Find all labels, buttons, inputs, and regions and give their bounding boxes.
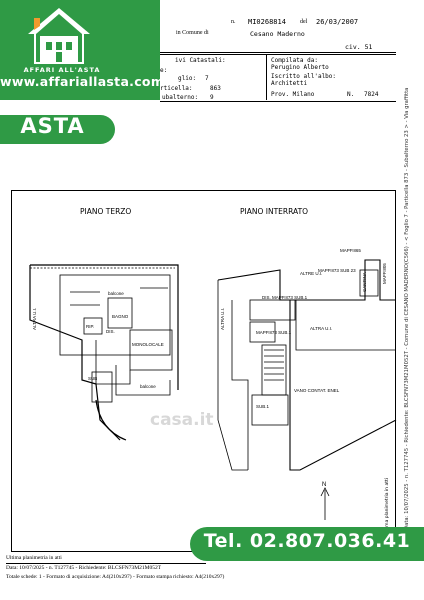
label-balcone-top: balcone bbox=[108, 291, 124, 296]
phone-number[interactable]: Tel. 02.807.036.41 bbox=[203, 530, 411, 552]
compilatore-name: Perugino Alberto bbox=[271, 64, 329, 71]
iscritto-value: Architetti bbox=[271, 80, 308, 87]
phone-banner[interactable] bbox=[190, 527, 424, 561]
label-monolocale: MONOLOCALE bbox=[132, 342, 164, 347]
label-sub: SUB bbox=[88, 376, 97, 381]
civic-number: civ. 51 bbox=[345, 43, 373, 51]
footer-note: Ultima planimetria in atti bbox=[6, 555, 62, 561]
site-url-link[interactable]: www.affariallasta.com bbox=[0, 74, 165, 89]
label-vano-enel: VANO CONTAT. ENEL bbox=[294, 388, 340, 393]
subalterno-label: ubalterno: bbox=[162, 94, 199, 101]
label-rip: RIP. bbox=[86, 324, 94, 329]
catasto-sezione: e: bbox=[160, 67, 168, 74]
label-cantina: CANTINA bbox=[362, 272, 367, 292]
foglio-value: 7 bbox=[205, 75, 209, 82]
footer-rule bbox=[6, 563, 206, 564]
compilata-label: Compilata da: bbox=[271, 57, 318, 64]
label-balcone-bottom: balcone bbox=[140, 384, 156, 389]
foglio-label: glio: bbox=[178, 75, 197, 82]
comune-label: in Comune di bbox=[176, 30, 209, 36]
label-altra-ui: ALTRA U.I. bbox=[32, 308, 37, 330]
grid-divider bbox=[266, 54, 267, 100]
subalterno-value: 9 bbox=[210, 94, 214, 101]
document-header bbox=[160, 10, 396, 53]
particella-label: rticella: bbox=[160, 85, 193, 92]
footer-line-2: Totale schede: 1 - Formato di acquisizio… bbox=[6, 574, 225, 580]
north-arrow-icon: N bbox=[322, 482, 326, 488]
doc-code: MI0268814 bbox=[248, 18, 286, 26]
comune-value: Cesano Maderno bbox=[250, 30, 305, 38]
particella-value: 863 bbox=[210, 85, 221, 92]
side-info-text: Data: 10/07/2025 - n. T127745 - Richiede… bbox=[404, 87, 410, 530]
iscritto-label: Iscritto all'albo: bbox=[271, 73, 337, 80]
footer-line-1: Data: 10/07/2025 - n. T127745 - Richiede… bbox=[6, 565, 162, 571]
asta-badge bbox=[0, 115, 115, 144]
label-altre-ui: ALTRE U.I. bbox=[300, 271, 322, 276]
label-sub1: SUB.1 bbox=[256, 404, 270, 409]
province: Prov. Milano bbox=[271, 91, 315, 98]
label-mapp873-sub1: MAPP.873 SUB.1 bbox=[256, 330, 292, 335]
doc-date-label: del bbox=[300, 19, 308, 25]
label-dis-mapp: DIS. MAPP.873 SUB.1 bbox=[262, 295, 308, 300]
plan-title-interrato: PIANO INTERRATO bbox=[240, 207, 309, 216]
label-mapp865: MAPP.865 bbox=[340, 248, 361, 253]
house-logo-icon bbox=[28, 8, 90, 64]
registration-label: N. bbox=[347, 91, 355, 98]
label-mapp873-sub23: MAPP.873 SUB 23 bbox=[318, 268, 356, 273]
doc-date: 26/03/2007 bbox=[316, 18, 359, 26]
logo-text: AFFARI ALL'ASTA bbox=[23, 66, 101, 74]
label-dis: DIS. bbox=[106, 329, 115, 334]
watermark: casa.it bbox=[150, 410, 214, 430]
plan-title-terzo: PIANO TERZO bbox=[80, 207, 132, 216]
label-mapp805: MAPP.805 bbox=[382, 263, 387, 284]
label-altra-ui-right: ALTRA U.I. bbox=[310, 326, 332, 331]
catasto-title: ivi Catastali: bbox=[175, 57, 226, 64]
catasto-grid bbox=[160, 54, 396, 102]
label-altra-ui-interrato: ALTRA U.I. bbox=[220, 308, 225, 330]
doc-code-prefix: n. bbox=[231, 19, 236, 25]
asta-badge-label: ASTA bbox=[20, 114, 85, 138]
label-bagno: BAGNO bbox=[112, 314, 129, 319]
registration-number: 7824 bbox=[364, 91, 379, 98]
